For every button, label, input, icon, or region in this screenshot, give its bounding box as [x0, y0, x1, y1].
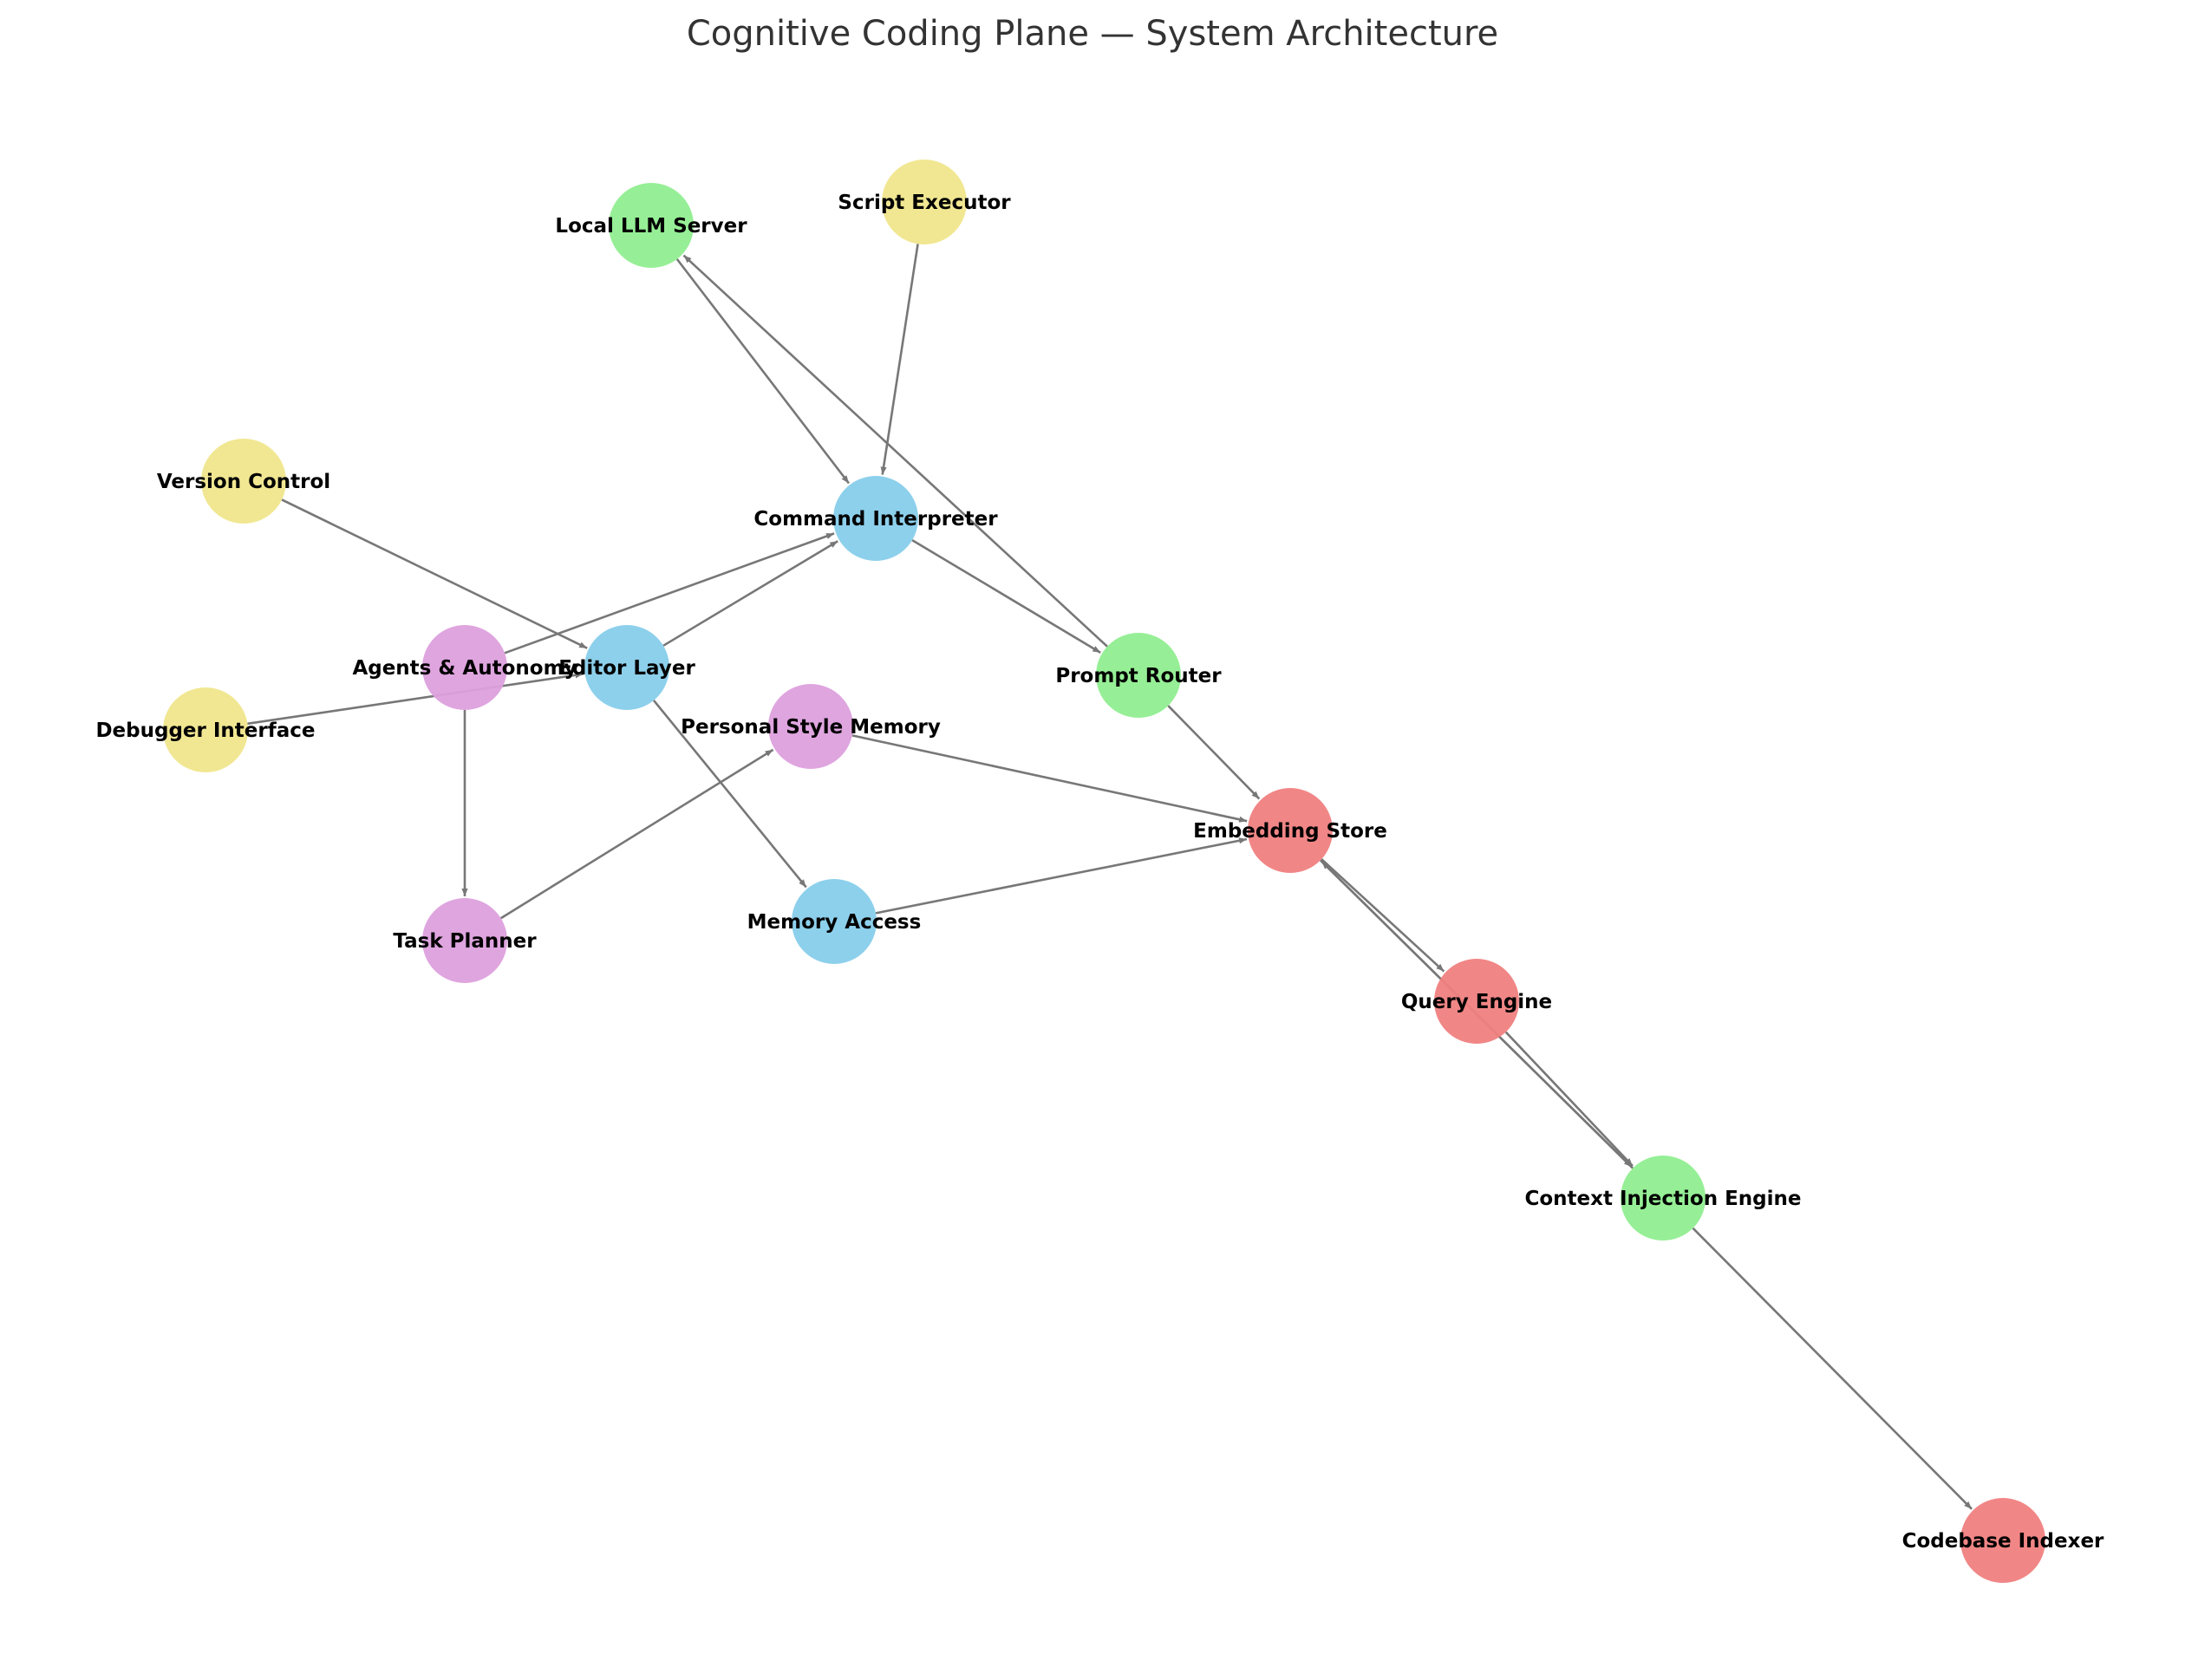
node-circle-personal-style-memory — [768, 684, 853, 769]
node-context-injection-engine — [1621, 1156, 1706, 1240]
node-circle-prompt-router — [1096, 633, 1181, 718]
node-label-query-engine: Query Engine — [1401, 991, 1552, 1013]
node-prompt-router — [1096, 633, 1181, 718]
node-circle-script-executor — [882, 160, 967, 244]
edge-task-planner-to-personal-style-memory — [499, 748, 774, 920]
node-circle-version-control — [201, 439, 286, 524]
node-label-embedding-store: Embedding Store — [1193, 820, 1387, 843]
node-agents-autonomy — [422, 625, 507, 710]
node-circle-debugger-interface — [163, 687, 248, 772]
node-label-agents-autonomy: Agents & Autonomy — [352, 657, 577, 680]
node-label-memory-access: Memory Access — [747, 911, 922, 934]
edge-context-injection-engine-to-codebase-indexer — [1692, 1227, 1973, 1510]
edge-script-executor-to-command-interpreter — [880, 244, 919, 475]
node-circle-query-engine — [1434, 959, 1519, 1044]
node-circle-codebase-indexer — [1960, 1498, 2045, 1583]
edge-embedding-store-to-query-engine — [1321, 858, 1445, 973]
node-version-control — [201, 439, 286, 524]
node-circle-local-llm-server — [609, 183, 694, 268]
node-memory-access — [792, 879, 877, 964]
edge-prompt-router-to-embedding-store — [1167, 705, 1261, 800]
node-local-llm-server — [609, 183, 694, 268]
node-task-planner — [422, 898, 507, 983]
edges-layer — [247, 244, 1973, 1510]
node-circle-task-planner — [422, 898, 507, 983]
node-personal-style-memory — [768, 684, 853, 769]
node-label-prompt-router: Prompt Router — [1055, 665, 1222, 687]
node-script-executor — [882, 160, 967, 244]
node-label-debugger-interface: Debugger Interface — [95, 720, 315, 742]
edge-memory-access-to-embedding-store — [875, 837, 1248, 915]
node-circle-context-injection-engine — [1621, 1156, 1706, 1240]
diagram-title: Cognitive Coding Plane — System Architec… — [687, 14, 1498, 54]
node-label-editor-layer: Editor Layer — [558, 657, 695, 680]
node-circle-agents-autonomy — [422, 625, 507, 710]
edge-query-engine-to-context-injection-engine — [1504, 1031, 1634, 1167]
node-label-codebase-indexer: Codebase Indexer — [1902, 1530, 2104, 1553]
edge-editor-layer-to-command-interpreter — [662, 540, 838, 647]
node-label-personal-style-memory: Personal Style Memory — [681, 716, 941, 739]
node-debugger-interface — [163, 687, 248, 772]
node-label-command-interpreter: Command Interpreter — [753, 508, 998, 531]
node-label-local-llm-server: Local LLM Server — [555, 215, 747, 238]
node-label-task-planner: Task Planner — [393, 930, 537, 953]
node-label-script-executor: Script Executor — [838, 192, 1011, 214]
node-circle-editor-layer — [584, 625, 669, 710]
edge-prompt-router-to-local-llm-server — [682, 254, 1108, 648]
edge-version-control-to-editor-layer — [281, 498, 588, 649]
node-editor-layer — [584, 625, 669, 710]
node-circle-memory-access — [792, 879, 877, 964]
edge-command-interpreter-to-prompt-router — [911, 539, 1101, 654]
node-codebase-indexer — [1960, 1498, 2045, 1583]
edge-editor-layer-to-memory-access — [652, 700, 807, 889]
edge-personal-style-memory-to-embedding-store — [851, 734, 1248, 823]
edge-agents-autonomy-to-command-interpreter — [504, 532, 835, 654]
node-circle-command-interpreter — [833, 476, 918, 561]
node-label-version-control: Version Control — [157, 471, 330, 493]
edge-debugger-interface-to-editor-layer — [247, 672, 584, 726]
edge-local-llm-server-to-command-interpreter — [675, 258, 851, 485]
node-embedding-store — [1248, 788, 1333, 873]
node-label-context-injection-engine: Context Injection Engine — [1524, 1188, 1801, 1210]
node-command-interpreter — [833, 476, 918, 561]
node-query-engine — [1434, 959, 1519, 1044]
node-circle-embedding-store — [1248, 788, 1333, 873]
